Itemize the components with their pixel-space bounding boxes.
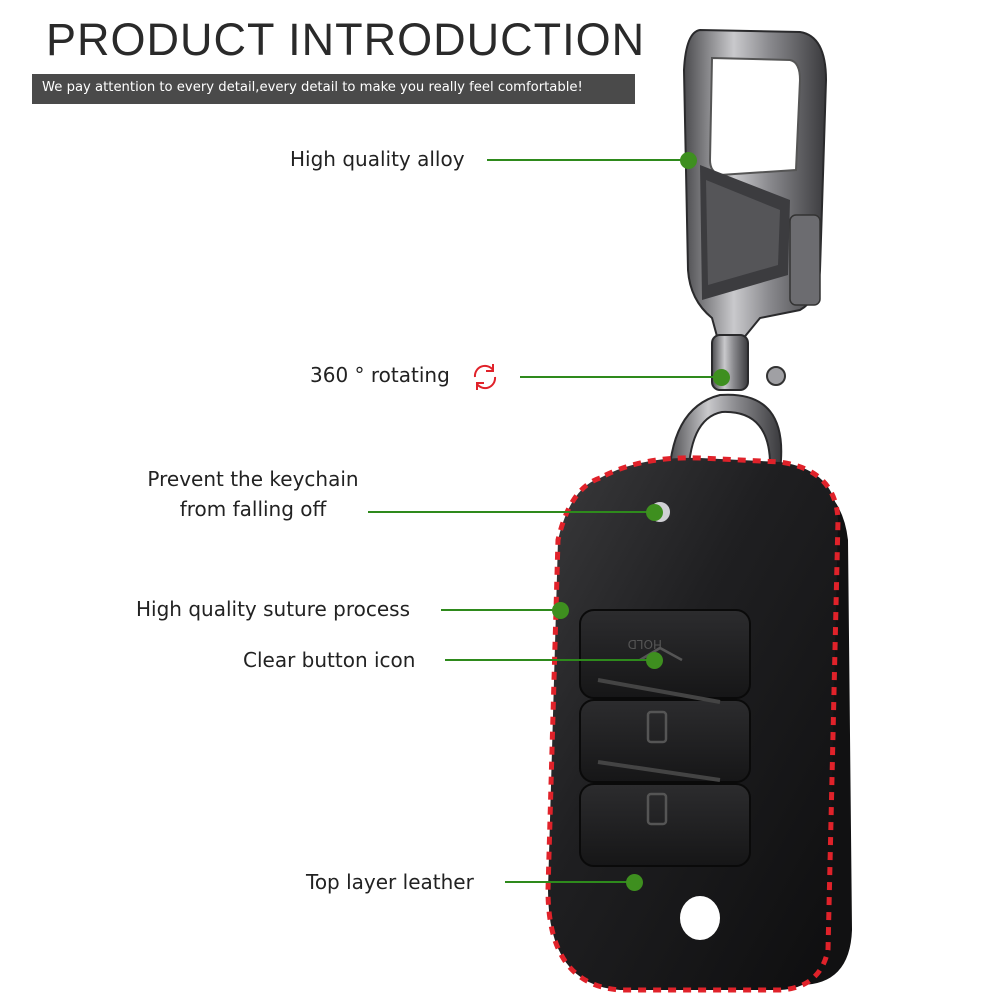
leader-line-alloy: [487, 159, 687, 161]
leader-line-rotating: [520, 376, 720, 378]
carabiner-clip: [667, 28, 828, 521]
subtitle-banner: We pay attention to every detail,every d…: [32, 74, 635, 104]
leather-case: HOLD: [545, 455, 852, 993]
leader-line-prevent: [368, 511, 653, 513]
marker-dot-prevent: [646, 504, 663, 521]
callout-clear-button-icon: Clear button icon: [243, 648, 416, 672]
leader-line-suture: [441, 609, 558, 611]
callout-prevent-line2: from falling off: [179, 497, 327, 521]
marker-dot-suture: [552, 602, 569, 619]
rotate-icon: [473, 364, 497, 390]
leader-line-button-icon: [445, 659, 652, 661]
callout-prevent-falling: Prevent the keychain from falling off: [140, 464, 366, 524]
svg-text:HOLD: HOLD: [628, 637, 662, 651]
marker-dot-leather: [626, 874, 643, 891]
marker-dot-rotating: [713, 369, 730, 386]
marker-dot-alloy: [680, 152, 697, 169]
subtitle-text: We pay attention to every detail,every d…: [42, 80, 583, 95]
callout-high-quality-alloy: High quality alloy: [290, 147, 465, 171]
callout-suture-process: High quality suture process: [136, 597, 411, 621]
marker-dot-button-icon: [646, 652, 663, 669]
callout-360-rotating: 360 ° rotating: [310, 363, 450, 387]
callout-top-layer-leather: Top layer leather: [306, 870, 474, 894]
callout-prevent-line1: Prevent the keychain: [147, 467, 359, 491]
leader-line-leather: [505, 881, 633, 883]
page-title: PRODUCT INTRODUCTION: [46, 14, 646, 65]
